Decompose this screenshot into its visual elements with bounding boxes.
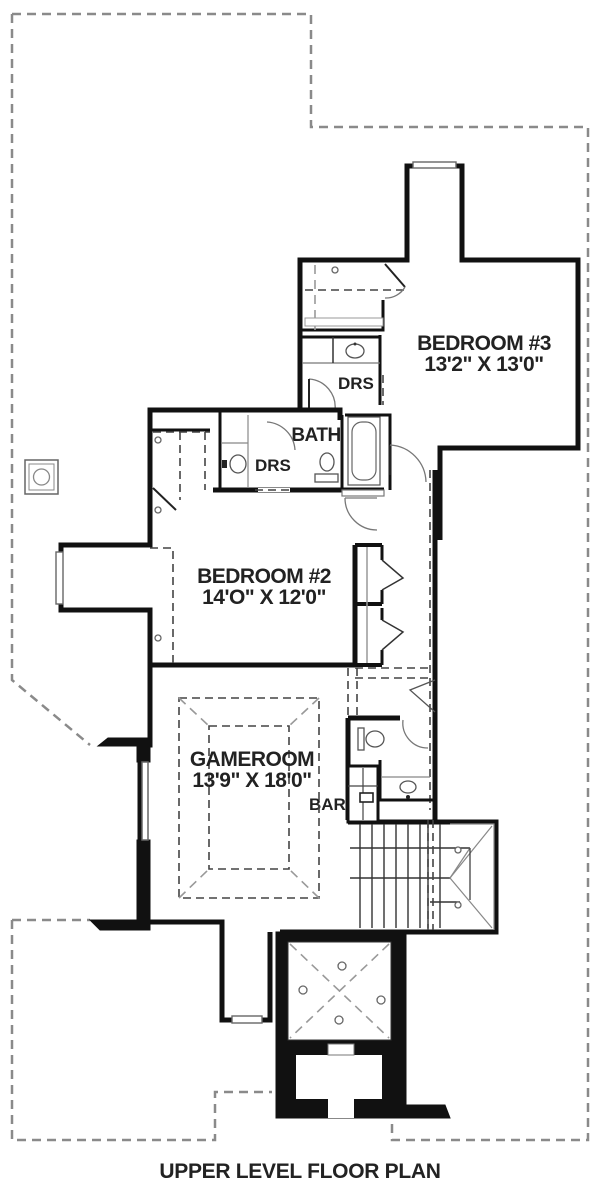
hall-linen [347,470,436,810]
room-labels: BEDROOM #3 13'2" X 13'0" BEDROOM #2 14'O… [190,332,552,792]
gameroom-thick-corners [88,737,151,931]
sink-icon [345,342,365,359]
upper-dressing-area: DRS [297,330,385,411]
bedroom3-name: BEDROOM #3 [417,332,551,355]
sink-icon [222,454,247,474]
windows [55,161,457,1024]
roofline-outline [10,12,590,1142]
toilet-icon [314,452,339,483]
bedroom2-closet [150,428,210,665]
bedroom3-closet [298,262,406,332]
bedroom2-name: BEDROOM #2 [197,565,331,588]
bath-label: BATH [291,425,340,446]
bedroom2-dimensions: 14'O" X 12'0" [202,586,326,609]
bar-label: BAR [309,795,346,814]
bathtub-icon [347,416,381,486]
plan-title: UPPER LEVEL FLOOR PLAN [159,1160,441,1183]
lower-dressing-area: DRS [150,407,300,492]
bar-counter: BAR [309,764,380,824]
open-to-below-tower [275,931,451,1119]
gameroom-name: GAMEROOM [190,748,314,771]
sink-icon [399,780,417,799]
upper-drs-label: DRS [338,374,374,393]
bedroom2-door [344,497,378,531]
bath-room: BATH [213,407,427,497]
gameroom-tray-ceiling [178,697,320,899]
powder-room [345,715,435,802]
staircase [350,820,495,930]
vent-icon [24,459,59,495]
lower-drs-label: DRS [255,456,291,475]
bedroom3-dimensions: 13'2" X 13'0" [424,353,543,376]
gameroom-dimensions: 13'9" X 18'0" [192,769,311,792]
bedroom2-wardrobes [352,543,405,667]
toilet-icon [357,727,385,751]
